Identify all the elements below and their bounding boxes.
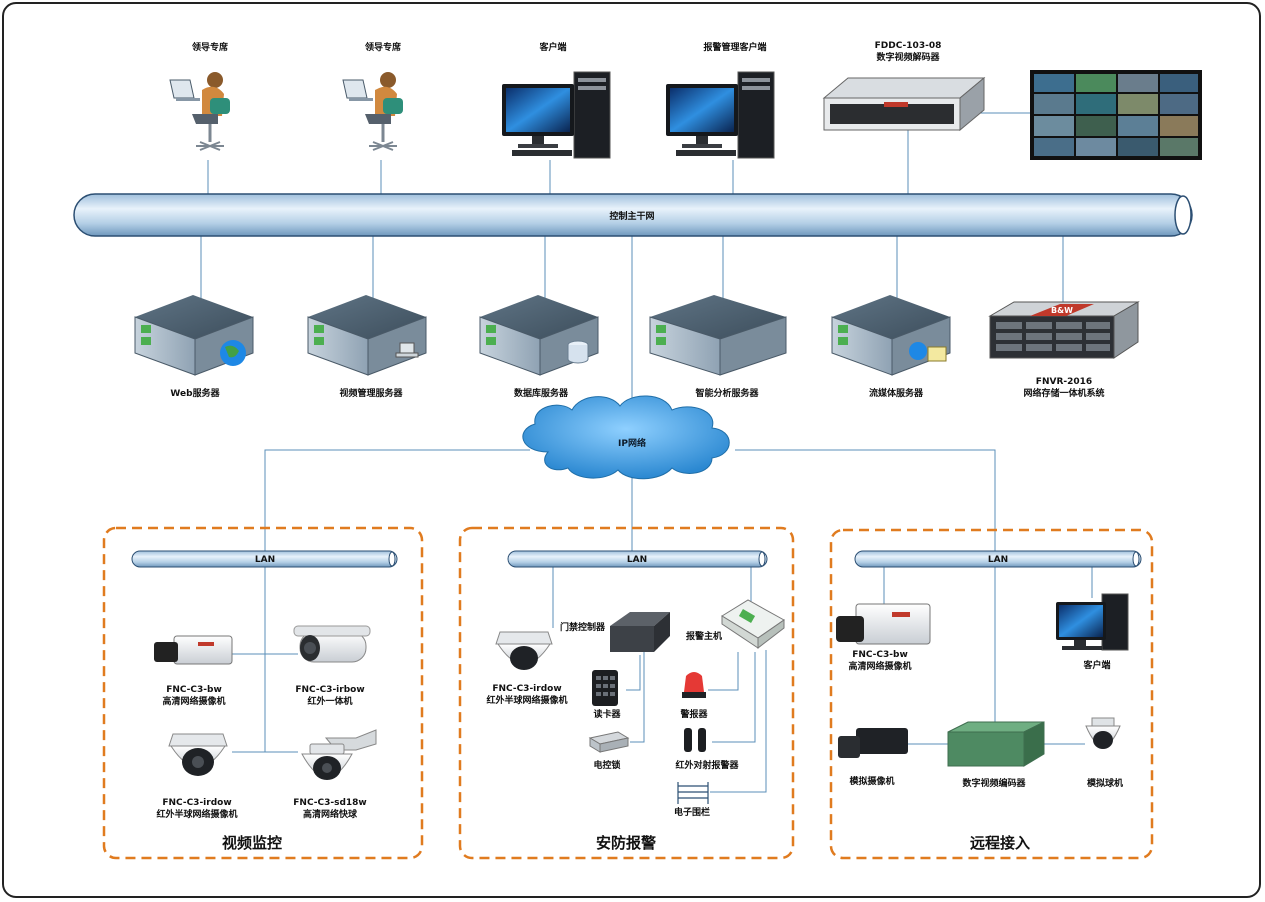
cloud-label: IP网络 — [618, 437, 646, 449]
alarm-host-icon — [721, 599, 785, 650]
analog-dome-label: 模拟球机 — [1086, 779, 1124, 789]
nvr-storage-icon: B&W — [988, 301, 1140, 359]
video-wall-icon — [1030, 70, 1202, 160]
hd-box-camera-icon-video — [154, 635, 233, 665]
access-controller-label: 门禁控制器 — [560, 623, 606, 633]
access-controller-icon — [610, 612, 670, 652]
video-zone-title: 视频监控 — [221, 834, 283, 852]
hd-box-camera-icon-remote — [836, 603, 931, 645]
remote-lan: LAN — [854, 550, 1142, 568]
analog-dome-icon — [1085, 717, 1121, 749]
remote-zone-border — [829, 528, 1154, 860]
leader-seat-icon-2 — [342, 72, 403, 151]
electric-fence-label: 电子围栏 — [673, 808, 711, 818]
remote-client-label: 客户端 — [1083, 661, 1111, 671]
ir-bullet-camera-icon — [293, 625, 371, 663]
ir-beam-icon — [684, 728, 706, 752]
remote-client-computer-icon — [1056, 593, 1129, 651]
ir-beam-label: 红外对射报警器 — [675, 761, 739, 771]
remote-lan-label: LAN — [988, 555, 1008, 565]
encoder-label: 数字视频编码器 — [962, 779, 1026, 789]
client-label: 客户端 — [539, 43, 567, 53]
video-encoder-icon — [947, 721, 1045, 767]
electric-fence-icon — [677, 782, 709, 804]
analog-camera-label: 模拟摄像机 — [849, 777, 895, 787]
video-zone-border — [102, 526, 424, 860]
video-management-server-label: 视频管理服务器 — [339, 389, 403, 399]
card-reader-icon — [592, 670, 618, 706]
siren-icon — [682, 672, 706, 698]
lan-pipes: LAN LAN LAN — [131, 550, 1142, 568]
video-lan: LAN — [131, 550, 398, 568]
zone-borders — [102, 526, 1154, 860]
connection-lines — [200, 112, 1093, 793]
database-server-icon — [479, 295, 599, 376]
leader-seat-icon-1 — [169, 72, 230, 151]
security-zone-border — [458, 526, 795, 860]
backbone-label: 控制主干网 — [609, 210, 654, 222]
analog-camera-icon — [838, 728, 908, 758]
backbone-pipe: 控制主干网 — [73, 193, 1193, 237]
electric-lock-label: 电控锁 — [593, 761, 621, 771]
video-lan-label: LAN — [255, 555, 275, 565]
security-lan: LAN — [507, 550, 768, 568]
remote-zone-title: 远程接入 — [969, 834, 1031, 852]
security-zone-title: 安防报警 — [595, 834, 657, 852]
decoder-rack-icon — [822, 76, 986, 132]
analysis-server-label: 智能分析服务器 — [695, 389, 759, 399]
database-server-label: 数据库服务器 — [513, 389, 569, 399]
nvr-logo: B&W — [1051, 306, 1073, 315]
video-management-server-icon — [307, 295, 427, 376]
leader-seat-label-2: 领导专席 — [364, 43, 402, 53]
ir-dome-camera-icon-video — [168, 733, 228, 776]
web-server-icon — [134, 295, 254, 376]
siren-label: 警报器 — [680, 710, 708, 720]
speed-dome-camera-icon — [301, 729, 377, 780]
alarm-host-label: 报警主机 — [686, 632, 723, 642]
ir-dome-camera-icon-security — [495, 631, 553, 670]
electric-lock-icon — [588, 731, 630, 753]
leader-seat-label-1: 领导专席 — [191, 43, 229, 53]
alarm-client-label: 报警管理客户端 — [703, 43, 767, 53]
streaming-server-label: 流媒体服务器 — [868, 389, 924, 399]
security-lan-label: LAN — [627, 555, 647, 565]
streaming-server-icon — [831, 295, 951, 376]
web-server-label: Web服务器 — [170, 389, 220, 399]
client-computer-icon — [502, 71, 611, 159]
alarm-client-computer-icon — [666, 71, 775, 159]
analysis-server-icon — [649, 295, 787, 376]
ip-network-cloud: IP网络 — [522, 395, 730, 480]
card-reader-label: 读卡器 — [593, 710, 621, 720]
